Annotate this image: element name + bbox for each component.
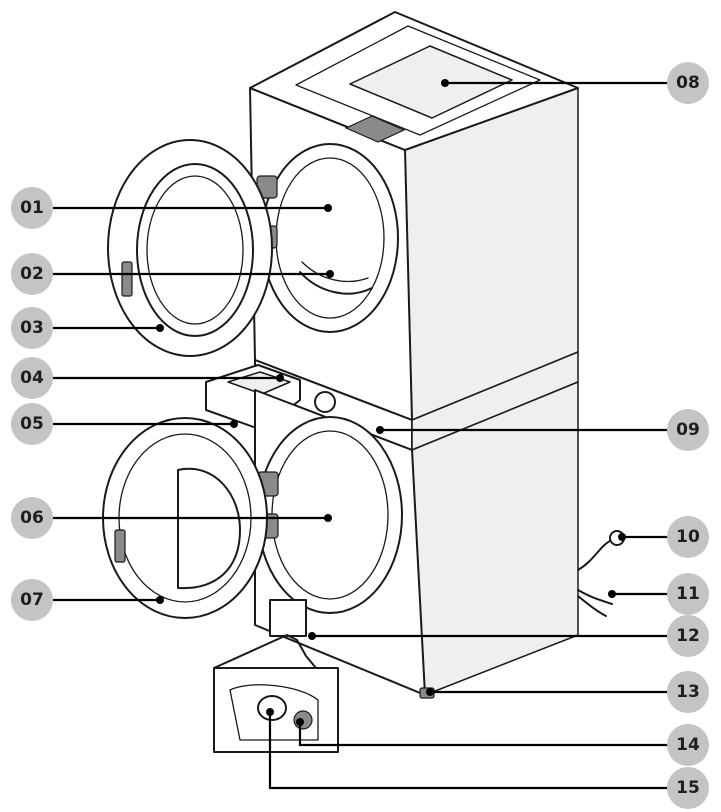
svg-text:09: 09 [676, 420, 700, 440]
top-control-area [349, 45, 513, 119]
callout-07: 07 [11, 579, 53, 621]
upper-door-opening [261, 143, 399, 333]
power-cord [577, 539, 613, 571]
callout-09: 09 [667, 409, 709, 451]
leader-14 [298, 722, 672, 747]
drain-filter [257, 695, 287, 721]
upper-door-latch [121, 261, 133, 297]
upper-unit [107, 11, 579, 421]
filter-inset [213, 634, 339, 753]
top-handle [344, 115, 406, 143]
callout-10: 10 [667, 516, 709, 558]
svg-text:06: 06 [20, 508, 44, 528]
svg-text:12: 12 [676, 626, 700, 646]
svg-text:02: 02 [20, 264, 44, 284]
callout-06: 06 [11, 497, 53, 539]
svg-text:05: 05 [20, 414, 44, 434]
lower-door-latch [114, 529, 126, 563]
callout-11: 11 [667, 573, 709, 615]
callout-badges: 01 02 03 04 05 06 07 08 09 10 11 12 13 1… [11, 62, 709, 809]
lint-filter-grille-inner [301, 261, 369, 283]
svg-text:14: 14 [676, 735, 700, 755]
leader-lines [47, 79, 672, 790]
callout-12: 12 [667, 615, 709, 657]
callout-03: 03 [11, 307, 53, 349]
lint-filter-grille [299, 271, 373, 295]
callout-01: 01 [11, 187, 53, 229]
svg-text:01: 01 [20, 198, 44, 218]
svg-text:10: 10 [676, 527, 700, 547]
callout-08: 08 [667, 62, 709, 104]
svg-text:15: 15 [676, 778, 700, 798]
callout-15: 15 [667, 767, 709, 809]
upper-door-glass-inner [146, 175, 244, 325]
water-hose [577, 589, 613, 605]
upper-door-glass [136, 163, 254, 337]
svg-text:04: 04 [20, 368, 44, 388]
callout-13: 13 [667, 671, 709, 713]
svg-text:08: 08 [676, 73, 700, 93]
power-button [314, 391, 336, 413]
inset-panel [229, 684, 319, 741]
service-panel-cover [269, 599, 307, 637]
callout-14: 14 [667, 724, 709, 766]
callout-02: 02 [11, 253, 53, 295]
drain-hose [577, 595, 607, 617]
callout-05: 05 [11, 403, 53, 445]
svg-text:03: 03 [20, 318, 44, 338]
svg-text:13: 13 [676, 682, 700, 702]
svg-text:07: 07 [20, 590, 44, 610]
leader-15 [268, 712, 672, 790]
lower-door-glass-bowl [177, 467, 241, 590]
callout-04: 04 [11, 357, 53, 399]
svg-text:11: 11 [676, 584, 700, 604]
